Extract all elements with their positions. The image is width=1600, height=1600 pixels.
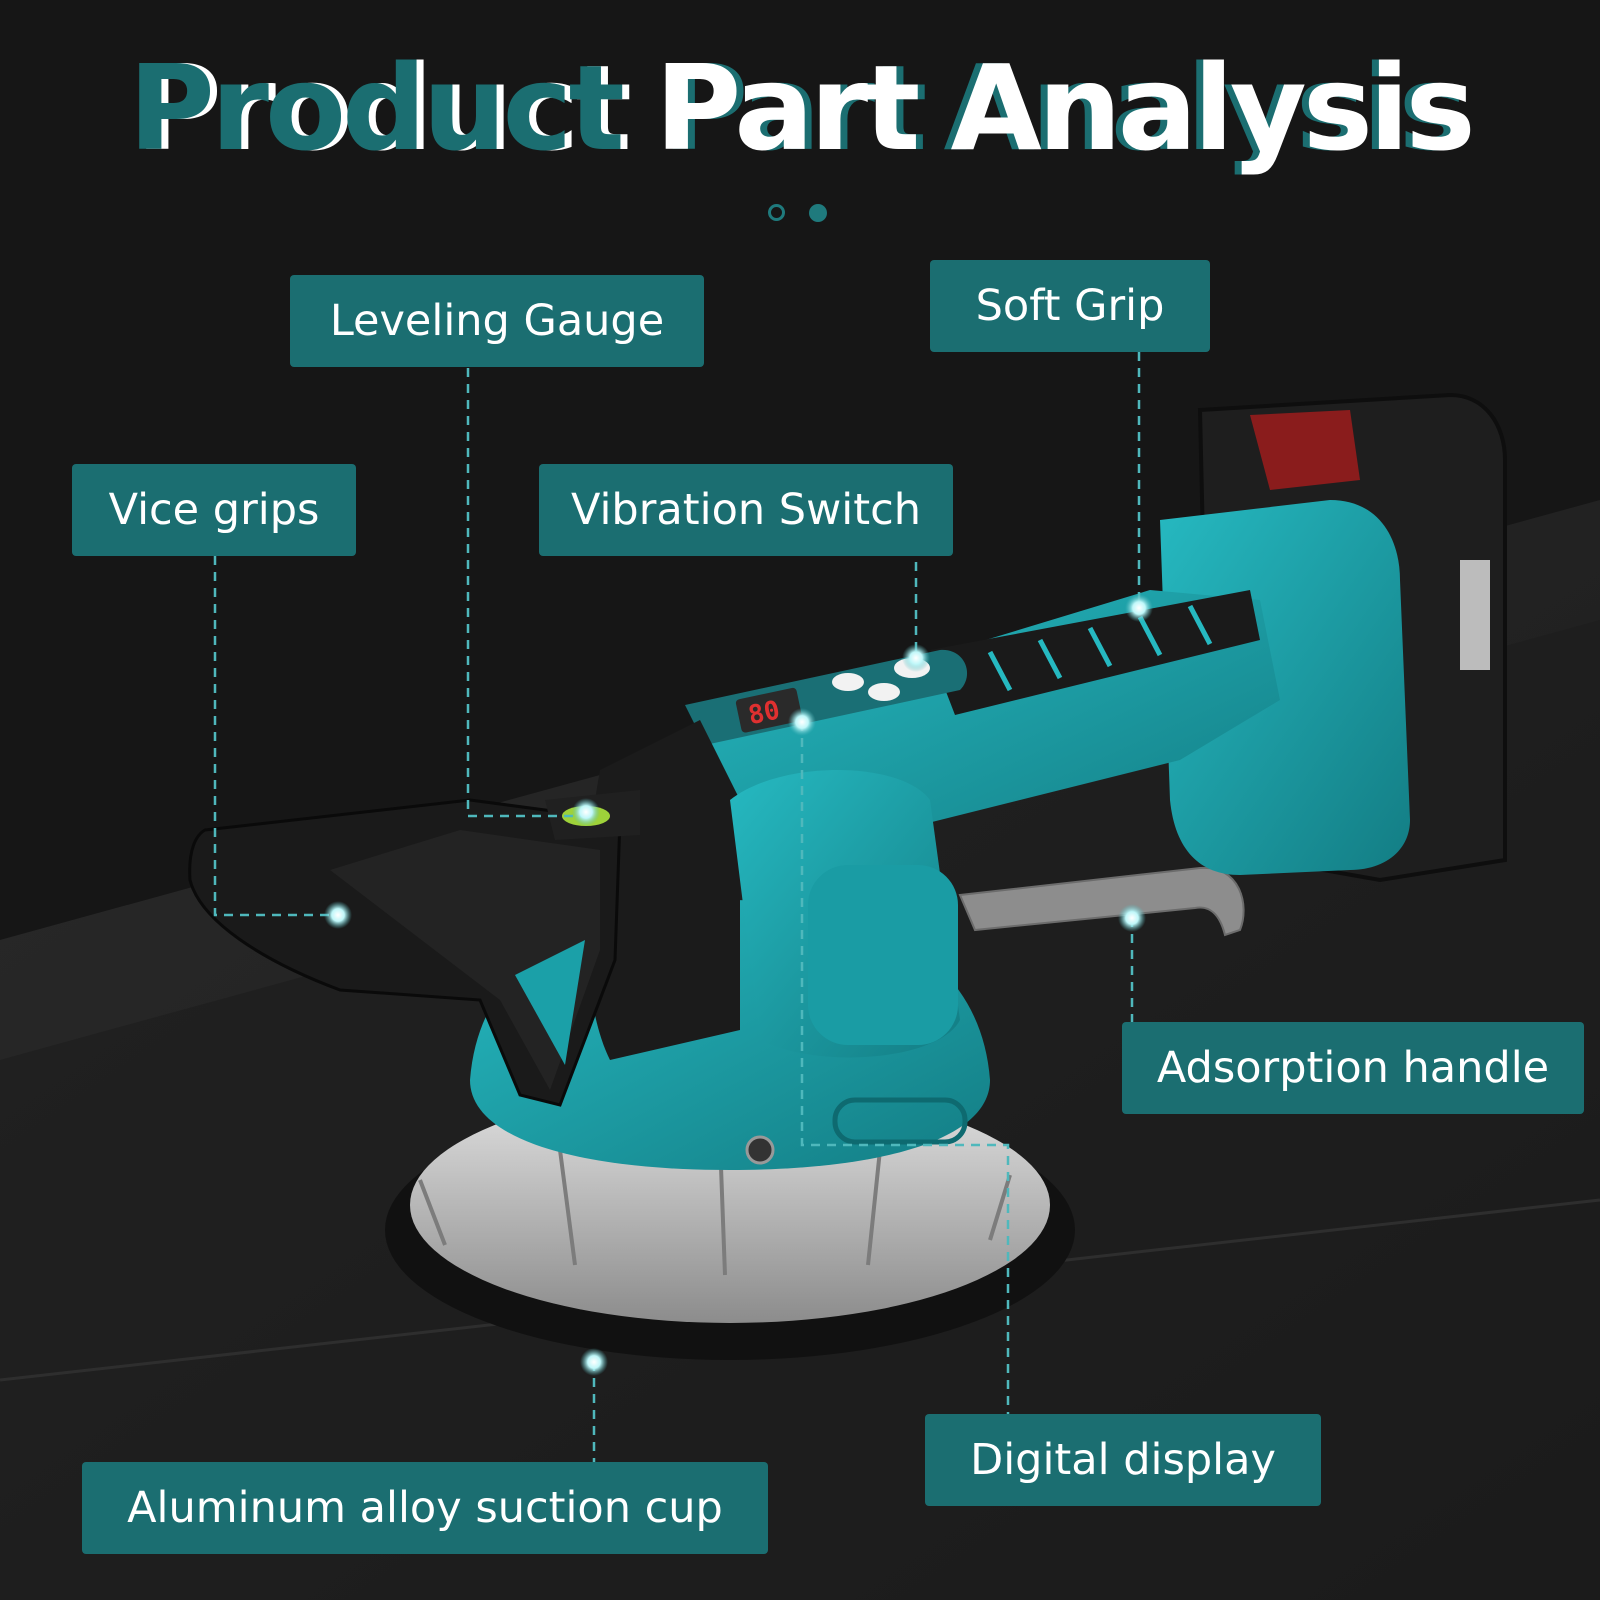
label-leveling-gauge: Leveling Gauge [290,275,704,367]
callout-line-vice [213,556,338,917]
callout-marker-icon [788,708,816,736]
callout-marker-icon [324,901,352,929]
callout-marker-icon [1125,594,1153,622]
vent-slot [832,1097,968,1145]
display-reading: 80 [746,695,783,731]
callout-line-digital [800,722,1010,1414]
label-digital-display: Digital display [925,1414,1321,1506]
suction-cup-ribs [418,1139,1012,1276]
label-vice-grips: Vice grips [72,464,356,556]
soft-grip-part [930,590,1260,715]
label-soft-grip: Soft Grip [930,260,1210,352]
vice-grip-accent [515,940,585,1065]
label-suction-cup: Aluminum alloy suction cup [82,1462,768,1554]
label-adsorption-handle: Adsorption handle [1122,1022,1584,1114]
callout-marker-icon [572,798,600,826]
title-word-product: Product [128,39,625,177]
vice-grip-face [330,830,600,1090]
battery-release-button [1250,410,1360,490]
callout-marker-icon [580,1348,608,1376]
label-vibration-switch: Vibration Switch [539,464,953,556]
digital-display-screen [735,687,803,733]
battery-label [1460,560,1490,670]
pagination-dot-icon[interactable] [809,204,827,222]
plus-button-icon [832,673,864,691]
battery-mount [1160,500,1410,875]
pagination-dot-icon[interactable] [768,204,785,221]
callout-line-leveling [466,368,586,818]
callout-markers [324,594,1153,1376]
pagination-dots [768,204,827,222]
grip-ridges [987,604,1213,692]
side-panel-inset [808,865,958,1045]
screw [745,1135,775,1165]
title-word-part: Part [654,39,921,177]
callout-lines [213,352,1141,1462]
callout-marker-icon [902,644,930,672]
title-word-analysis: Analysis [950,39,1475,177]
callout-marker-icon [1118,904,1146,932]
minus-button-icon [868,683,900,701]
